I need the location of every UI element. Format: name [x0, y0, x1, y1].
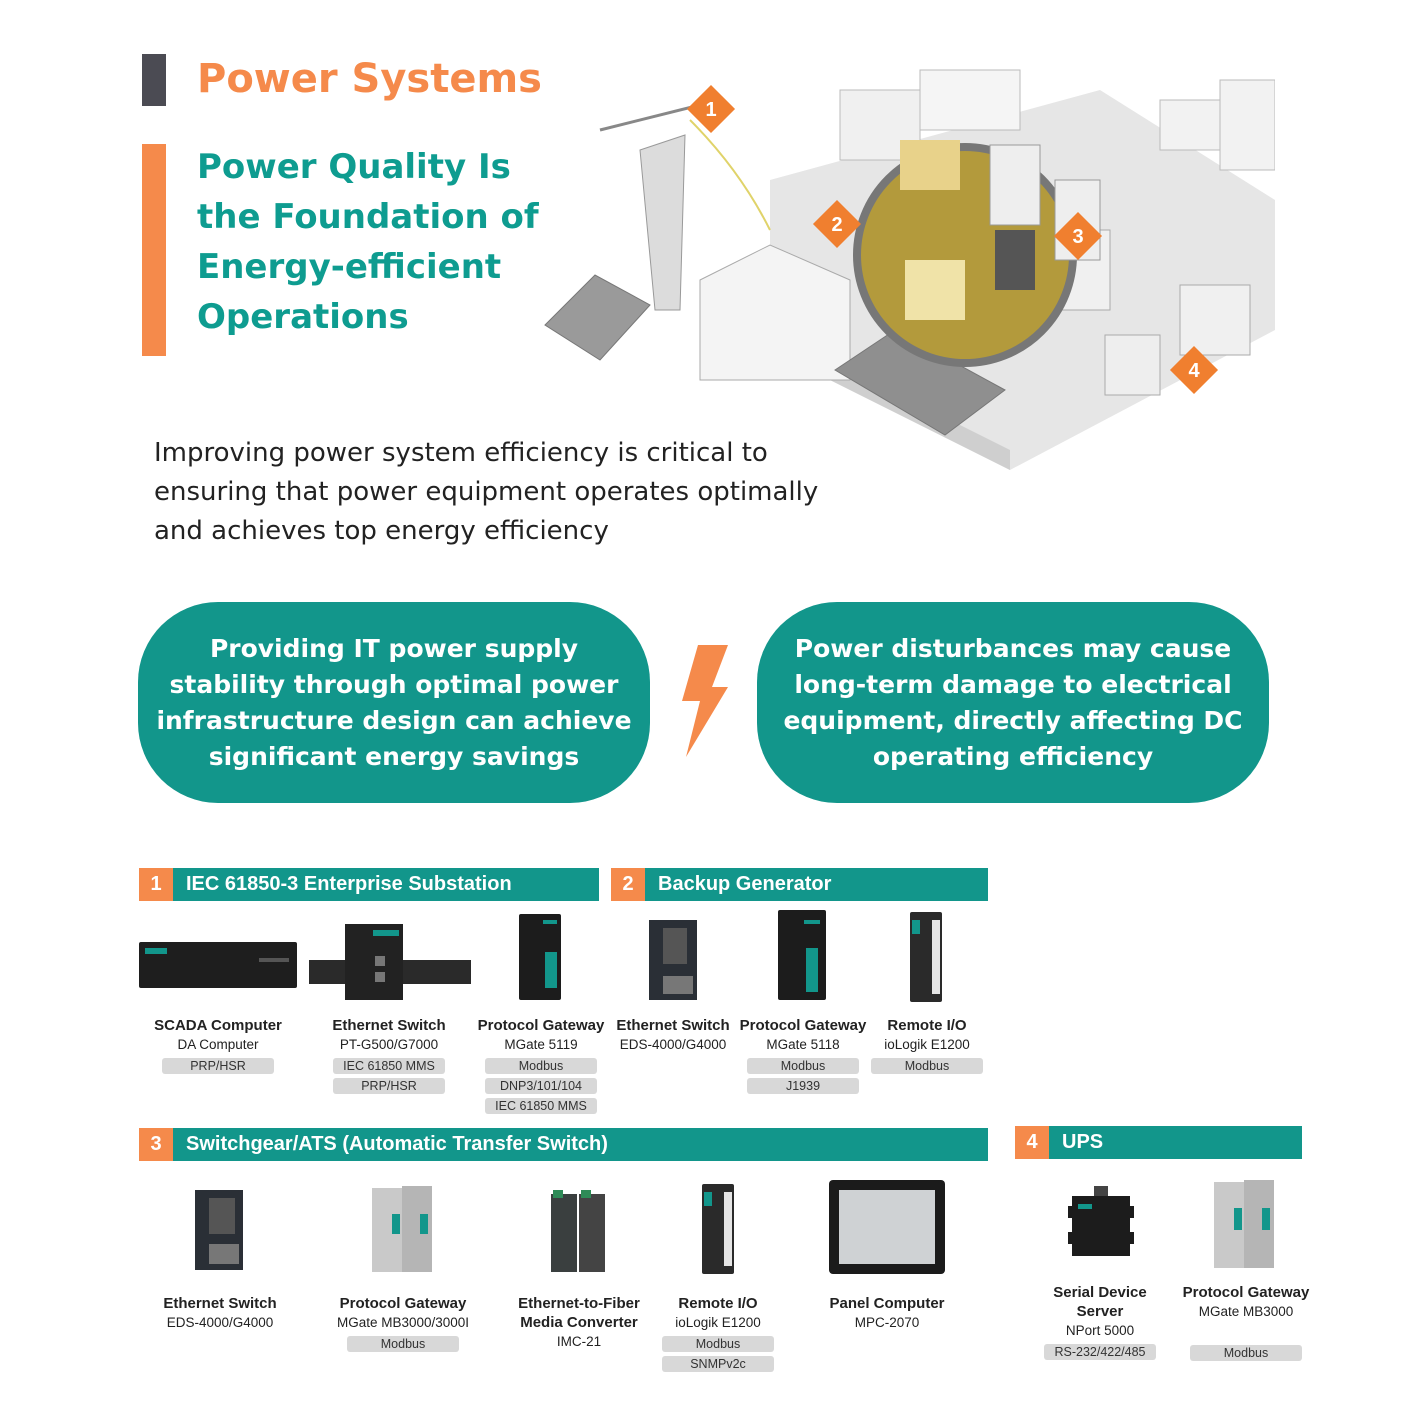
section-title: Backup Generator: [658, 873, 832, 895]
product-name: Ethernet Switch: [616, 1017, 730, 1034]
product-remote-io: Remote I/O ioLogik E1200 Modbus: [868, 1016, 986, 1074]
product-model: MPC-2070: [854, 1315, 920, 1330]
product-scada-computer: SCADA Computer DA Computer PRP/HSR: [143, 1016, 293, 1074]
protocol-tag: PRP/HSR: [333, 1078, 445, 1094]
marker-2-icon: 2: [812, 199, 862, 249]
benefit-text: Providing IT power supply stability thro…: [156, 633, 632, 771]
ethernet-switch-eds4000-image: [649, 920, 697, 1000]
product-name: Ethernet-to-Fiber Media Converter: [518, 1295, 640, 1331]
product-name: Protocol Gateway: [477, 1017, 605, 1034]
product-media-converter: Ethernet-to-Fiber Media Converter IMC-21: [510, 1294, 648, 1351]
section-title: UPS: [1062, 1131, 1104, 1153]
product-protocol-gateway-ups: Protocol Gateway MGate MB3000 Modbus: [1176, 1283, 1316, 1361]
section-number: 4: [1015, 1126, 1049, 1159]
protocol-gateway-5118-image: [778, 910, 826, 1000]
protocol-tag: Modbus: [1190, 1345, 1302, 1361]
product-protocol-gateway-mb3000: Protocol Gateway MGate MB3000/3000I Modb…: [328, 1294, 478, 1352]
protocol-tag: PRP/HSR: [162, 1058, 274, 1074]
section-3-header: 3 Switchgear/ATS (Automatic Transfer Swi…: [139, 1128, 988, 1161]
product-model: IMC-21: [556, 1334, 602, 1349]
product-model: MGate MB3000: [1198, 1304, 1294, 1319]
panel-computer-image: [829, 1180, 945, 1274]
protocol-tag: Modbus: [871, 1058, 983, 1074]
protocol-gateway-mb3000-image: [372, 1186, 432, 1272]
svg-text:4: 4: [1188, 360, 1200, 382]
benefit-pill: Providing IT power supply stability thro…: [138, 602, 650, 803]
page-title: Power Systems: [197, 56, 542, 102]
risk-pill: Power disturbances may cause long-term d…: [757, 602, 1269, 803]
scada-computer-image: [139, 942, 297, 988]
protocol-gateway-5119-image: [519, 914, 561, 1000]
protocol-tag: Modbus: [485, 1058, 597, 1074]
marker-1-icon: 1: [686, 84, 736, 134]
product-model: MGate 5119: [504, 1037, 578, 1052]
svg-text:2: 2: [831, 214, 842, 236]
product-name: Protocol Gateway: [339, 1295, 467, 1312]
section-number: 1: [139, 868, 173, 901]
remote-io-image: [910, 912, 942, 1002]
product-protocol-gateway-5119: Protocol Gateway MGate 5119 Modbus DNP3/…: [466, 1016, 616, 1114]
section-2-header: 2 Backup Generator: [611, 868, 988, 901]
product-model: NPort 5000: [1065, 1323, 1135, 1338]
title-accent-bar: [142, 54, 166, 106]
intro-paragraph: Improving power system efficiency is cri…: [154, 438, 819, 546]
media-converter-image: [551, 1190, 605, 1272]
protocol-tag: IEC 61850 MMS: [333, 1058, 445, 1074]
protocol-tag: IEC 61850 MMS: [485, 1098, 597, 1114]
protocol-tag: J1939: [747, 1078, 859, 1094]
product-name: Remote I/O: [678, 1295, 758, 1312]
svg-text:3: 3: [1072, 226, 1083, 248]
product-ethernet-switch-eds-sg: Ethernet Switch EDS-4000/G4000: [150, 1294, 290, 1332]
serial-device-server-image: [1068, 1186, 1134, 1256]
protocol-tag: Modbus: [347, 1336, 459, 1352]
protocol-tag: DNP3/101/104: [485, 1078, 597, 1094]
section-title: IEC 61850-3 Enterprise Substation: [186, 873, 512, 895]
product-name: Protocol Gateway: [739, 1017, 867, 1034]
product-serial-device-server: Serial Device Server NPort 5000 RS-232/4…: [1038, 1283, 1162, 1360]
section-1-header: 1 IEC 61850-3 Enterprise Substation: [139, 868, 599, 901]
protocol-tag: SNMPv2c: [662, 1356, 774, 1372]
product-name: Remote I/O: [887, 1017, 967, 1034]
product-protocol-gateway-5118: Protocol Gateway MGate 5118 Modbus J1939: [737, 1016, 869, 1094]
product-name: Protocol Gateway: [1182, 1284, 1310, 1301]
product-model: MGate 5118: [766, 1037, 840, 1052]
product-model: ioLogik E1200: [884, 1037, 970, 1052]
subtitle-accent-bar: [142, 144, 166, 356]
section-number: 2: [611, 868, 645, 901]
product-model: ioLogik E1200: [675, 1315, 761, 1330]
protocol-tag: Modbus: [747, 1058, 859, 1074]
risk-text: Power disturbances may cause long-term d…: [783, 633, 1243, 771]
product-remote-io-sg: Remote I/O ioLogik E1200 Modbus SNMPv2c: [658, 1294, 778, 1372]
protocol-tag: Modbus: [662, 1336, 774, 1352]
product-name: Panel Computer: [829, 1295, 945, 1312]
section-4-header: 4 UPS: [1015, 1126, 1302, 1159]
ethernet-switch-eds4000-image: [195, 1190, 243, 1270]
protocol-tag: RS-232/422/485: [1044, 1344, 1156, 1360]
product-model: EDS-4000/G4000: [166, 1315, 274, 1330]
product-model: PT-G500/G7000: [339, 1037, 439, 1052]
product-panel-computer: Panel Computer MPC-2070: [817, 1294, 957, 1332]
product-name: Ethernet Switch: [163, 1295, 277, 1312]
protocol-gateway-mb3000-ups-image: [1214, 1180, 1274, 1268]
product-name: SCADA Computer: [154, 1017, 282, 1034]
product-model: DA Computer: [177, 1037, 259, 1052]
product-name: Ethernet Switch: [332, 1017, 446, 1034]
product-name: Serial Device Server: [1053, 1284, 1147, 1320]
section-number: 3: [139, 1128, 173, 1161]
product-ethernet-switch-ptg: Ethernet Switch PT-G500/G7000 IEC 61850 …: [314, 1016, 464, 1094]
section-title: Switchgear/ATS (Automatic Transfer Switc…: [186, 1133, 608, 1155]
product-ethernet-switch-eds: Ethernet Switch EDS-4000/G4000: [608, 1016, 738, 1054]
svg-text:1: 1: [705, 99, 716, 121]
remote-io-e1200-image: [702, 1184, 734, 1274]
lightning-bolt-icon: [682, 645, 728, 757]
power-plant-illustration: 1 2 3 4: [544, 69, 1275, 470]
ethernet-switch-image: [309, 924, 471, 1000]
page-subtitle: Power Quality Is the Foundation of Energ…: [197, 147, 539, 337]
product-model: MGate MB3000/3000I: [336, 1315, 470, 1330]
product-model: EDS-4000/G4000: [619, 1037, 727, 1052]
